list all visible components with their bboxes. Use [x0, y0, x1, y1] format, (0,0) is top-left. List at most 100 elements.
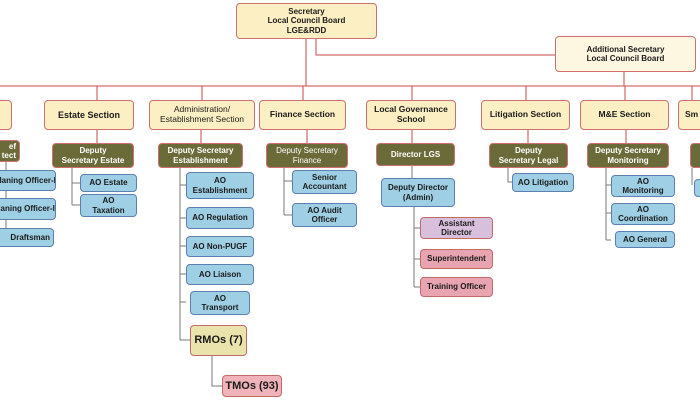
- section-estate: Estate Section: [44, 100, 134, 130]
- section-litigation: Litigation Section: [481, 100, 570, 130]
- staff-draftsman-label: Draftsman: [10, 232, 50, 242]
- staff-ao-establishment: AO Establishment: [186, 172, 254, 199]
- head-deputy-secretary-estate: Deputy Secretary Estate: [52, 143, 134, 168]
- head-monitoring-label-2: Monitoring: [607, 155, 649, 165]
- staff-asst-dir-label-1: Assistant: [438, 218, 475, 228]
- staff-assistant-director: Assistant Director: [420, 217, 493, 239]
- head-deputy-secretary-establishment: Deputy Secretary Establishment: [158, 143, 243, 168]
- staff-ao-taxation: AO Taxation: [80, 194, 137, 217]
- additional-secretary-board: Local Council Board: [586, 54, 665, 63]
- staff-ao-establishment-label-2: Establishment: [192, 185, 248, 195]
- section-administration-label-2: Establishment Section: [159, 114, 245, 124]
- staff-ao-regulation: AO Regulation: [186, 207, 254, 229]
- staff-ao-establishment-label-1: AO: [214, 176, 226, 186]
- staff-training-officer: Training Officer: [420, 277, 493, 297]
- staff-ao-general: AO General: [615, 231, 675, 248]
- staff-audit-label-2: Officer: [311, 215, 338, 224]
- head-lgs-label: Director LGS: [390, 149, 441, 159]
- section-finance-label: Finance Section: [269, 109, 336, 120]
- head-deputy-secretary-legal: Deputy Secretary Legal: [489, 143, 568, 168]
- section-planning-partial: [0, 100, 12, 130]
- section-estate-label: Estate Section: [57, 109, 121, 120]
- staff-ao-litigation-label: AO Litigation: [517, 177, 569, 187]
- head-chief-label-2: tect: [1, 151, 16, 160]
- section-lgs-label-1: Local Governance: [374, 104, 448, 115]
- head-director-lgs: Director LGS: [376, 143, 455, 166]
- staff-ao-transport-label-1: AO: [214, 293, 226, 303]
- secretary-title: Secretary: [288, 7, 325, 17]
- staff-ao-coord-label-1: AO: [637, 204, 649, 214]
- head-admin-label-1: Deputy Secretary: [167, 146, 234, 156]
- section-me: M&E Section: [580, 100, 669, 130]
- staff-planning-officer-2: Planing Officer-II: [0, 198, 56, 220]
- section-lgs-label-2: School: [396, 114, 426, 124]
- head-chief-architect-partial: ef tect: [0, 140, 20, 162]
- staff-ao-regulation-label: AO Regulation: [192, 213, 248, 223]
- staff-planning1-label: Planing Officer-I: [0, 175, 56, 185]
- staff-ao-taxation-label-1: AO: [102, 196, 115, 206]
- section-administration: Administration/ Establishment Section: [149, 100, 255, 130]
- staff-ao-coordination: AO Coordination: [611, 203, 675, 225]
- staff-tmos: TMOs (93): [222, 375, 282, 397]
- head-estate-label-2: Secretary Estate: [61, 155, 125, 165]
- staff-rmos-label: RMOs (7): [194, 334, 243, 347]
- staff-ao-nonpugf-label: AO Non-PUGF: [192, 241, 248, 251]
- staff-ao-liaison-label: AO Liaison: [198, 269, 242, 279]
- head-legal-label-2: Secretary Legal: [498, 155, 559, 165]
- staff-superintendent: Superintendent: [420, 249, 493, 269]
- head-deputy-director-admin: Deputy Director (Admin): [381, 178, 455, 207]
- staff-training-label: Training Officer: [426, 282, 487, 292]
- staff-ao-estate: AO Estate: [80, 174, 137, 192]
- staff-ao-litigation: AO Litigation: [512, 173, 574, 192]
- secretary-dept: LGE&RDD: [286, 25, 327, 35]
- head-chief-label-1: ef: [8, 141, 16, 151]
- staff-senior-accountant: Senior Accountant: [292, 170, 357, 194]
- head-estate-label-1: Deputy: [79, 146, 107, 156]
- head-small-partial: [690, 143, 700, 168]
- head-legal-label-1: Deputy: [514, 146, 543, 156]
- section-finance: Finance Section: [259, 100, 346, 130]
- staff-planning2-label: Planing Officer-II: [0, 204, 56, 214]
- staff-draftsman: Draftsman: [0, 228, 54, 247]
- staff-ao-transport-label-2: Transport: [201, 303, 239, 312]
- staff-ao-audit-officer: AO Audit Officer: [292, 203, 357, 227]
- head-monitoring-label-1: Deputy Secretary: [595, 146, 661, 156]
- staff-superintendent-label: Superintendent: [427, 254, 486, 264]
- staff-audit-label-1: AO Audit: [307, 205, 342, 215]
- section-me-label: M&E Section: [598, 109, 651, 120]
- staff-ao-estate-label: AO Estate: [89, 178, 128, 188]
- staff-ao-monitoring-label-2: Monitoring: [622, 186, 664, 195]
- staff-ao-liaison: AO Liaison: [186, 264, 254, 285]
- staff-ao-non-pugf: AO Non-PUGF: [186, 236, 254, 257]
- staff-ao-monitoring-label-1: AO: [637, 176, 649, 186]
- section-small-partial: Sm: [678, 100, 700, 130]
- head-deputy-secretary-finance: Deputy Secretary Finance: [266, 143, 348, 168]
- staff-senior-acct-label-1: Senior: [312, 172, 337, 182]
- staff-right-partial: [694, 179, 700, 197]
- secretary-board: Local Council Board: [267, 16, 346, 26]
- head-admin-label-2: Establishment: [173, 155, 228, 165]
- additional-secretary-title: Additional Secretary: [586, 44, 665, 54]
- secretary-box: Secretary Local Council Board LGE&RDD: [236, 3, 377, 39]
- staff-ao-transport: AO Transport: [190, 291, 250, 315]
- section-small-label: Sm: [685, 109, 699, 120]
- section-litigation-label: Litigation Section: [489, 109, 562, 120]
- head-finance-label-2: Finance: [292, 155, 322, 165]
- staff-rmos: RMOs (7): [190, 325, 247, 356]
- staff-ao-monitoring: AO Monitoring: [611, 175, 675, 197]
- additional-secretary-box: Additional Secretary Local Council Board: [555, 36, 696, 72]
- staff-ao-coord-label-2: Coordination: [618, 214, 668, 223]
- head-lgs-dd-label-1: Deputy Director: [387, 183, 448, 193]
- head-lgs-dd-label-2: (Admin): [402, 192, 434, 202]
- section-local-governance-school: Local Governance School: [366, 100, 456, 130]
- staff-asst-dir-label-2: Director: [441, 228, 472, 237]
- staff-senior-acct-label-2: Accountant: [302, 182, 347, 191]
- head-finance-label-1: Deputy Secretary: [276, 146, 338, 156]
- staff-tmos-label: TMOs (93): [225, 379, 279, 392]
- staff-planning-officer-1: Planing Officer-I: [0, 170, 56, 191]
- staff-ao-taxation-label-2: Taxation: [92, 205, 125, 215]
- head-deputy-secretary-monitoring: Deputy Secretary Monitoring: [587, 143, 669, 168]
- section-administration-label-1: Administration/: [173, 104, 231, 115]
